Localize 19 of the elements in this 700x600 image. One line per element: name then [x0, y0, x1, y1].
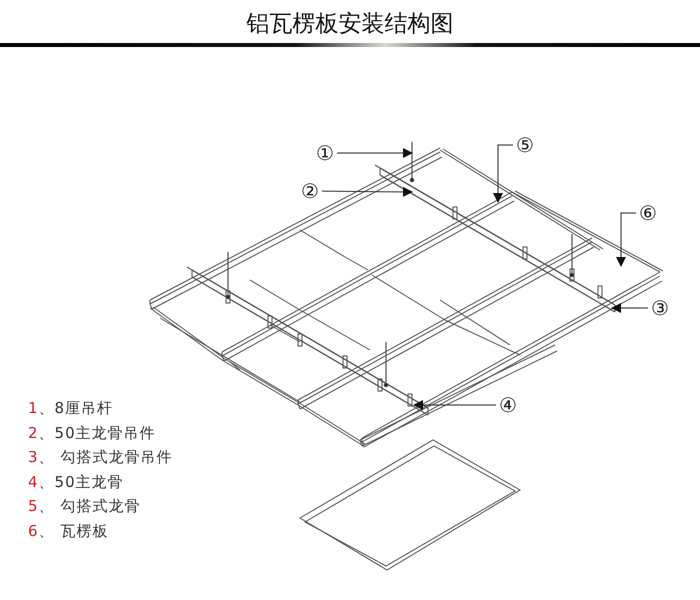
leader-line	[493, 144, 514, 203]
leader-line	[336, 148, 413, 158]
leader-line	[322, 186, 413, 197]
part-list-item: 3、 勾搭式龙骨吊件	[28, 448, 172, 467]
part-list-item: 6、 瓦楞板	[28, 522, 108, 540]
leader-line	[413, 400, 496, 410]
part-list-item: 2、50主龙骨吊件	[28, 424, 156, 442]
part-list-item: 4、50主龙骨	[28, 472, 124, 492]
part-list-item: 1、8厘吊杆	[28, 399, 114, 418]
leader-line	[611, 303, 648, 313]
callout-number: ⑥	[637, 201, 659, 225]
callout-number: ②	[299, 179, 321, 203]
callout-number: ④	[497, 393, 519, 417]
part-list-item: 5、 勾搭式龙骨	[28, 497, 140, 516]
callout-number: ③	[649, 296, 671, 320]
leader-line	[616, 212, 636, 267]
callout-number: ①	[314, 141, 336, 165]
title: 铝瓦楞板安装结构图	[246, 10, 454, 39]
callout-number: ⑤	[514, 133, 536, 157]
